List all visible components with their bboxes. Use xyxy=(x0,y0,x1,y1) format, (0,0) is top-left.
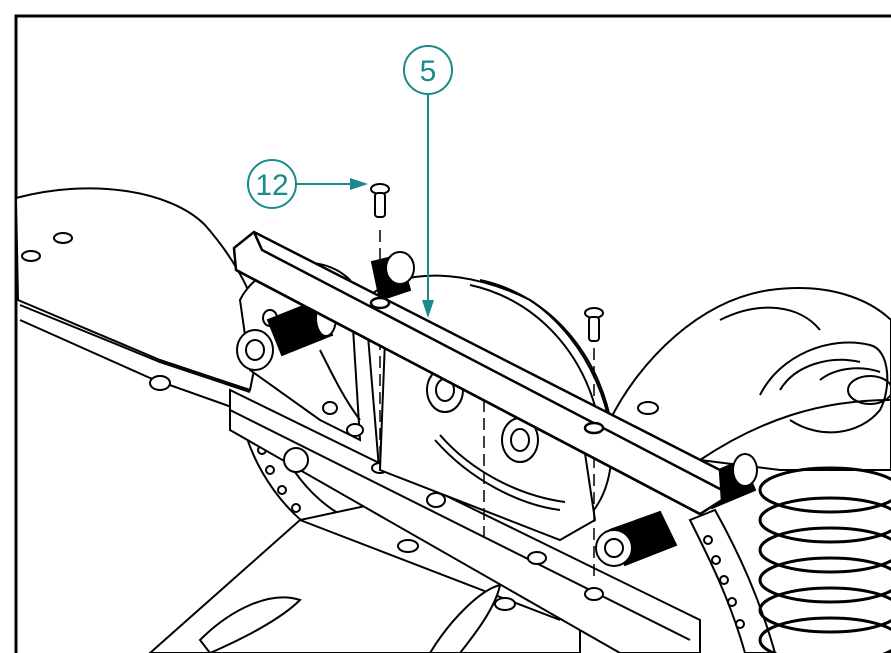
callout-12-label: 12 xyxy=(255,169,288,202)
drawing-frame xyxy=(14,14,891,653)
cross-bar xyxy=(232,230,724,516)
right-wing-plate xyxy=(608,287,891,471)
bolt-right xyxy=(584,307,604,342)
upper-bushing xyxy=(370,251,415,302)
left-wing-plate xyxy=(14,187,264,411)
hub-plate xyxy=(378,338,597,542)
callout-12-arrowhead xyxy=(350,178,368,190)
centerlines xyxy=(379,230,595,580)
right-ring xyxy=(688,508,777,653)
callout-12: 12 xyxy=(247,159,368,209)
lower-bushing xyxy=(595,510,678,567)
callout-5-label: 5 xyxy=(420,55,437,88)
bolt-left xyxy=(370,183,390,218)
right-bearing-ring xyxy=(759,341,891,434)
callout-5-arrowhead xyxy=(422,300,434,318)
callout-5: 5 xyxy=(403,45,453,318)
coil-spring xyxy=(758,466,891,653)
